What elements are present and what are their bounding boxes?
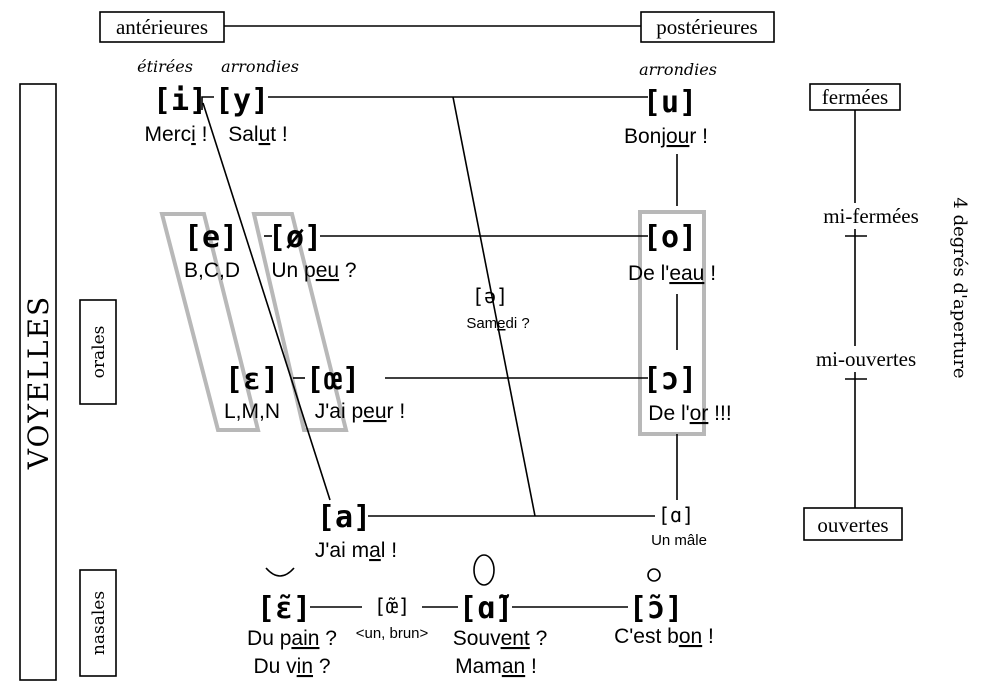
example-souvent: Souvent ?	[453, 627, 548, 650]
front-rounded-group	[251, 212, 349, 432]
vowel-e-symbol: [e]	[184, 220, 238, 255]
vowel-o-symbol: [o]	[643, 220, 697, 255]
ouvertes-label: ouvertes	[817, 513, 888, 537]
orales-box	[79, 299, 117, 405]
ouvertes-box	[803, 507, 903, 541]
example-de-lor: De l'or !!!	[648, 402, 731, 425]
example-de-leau: De l'eau !	[628, 262, 716, 285]
vowel-e-nasal-symbol: [ɛ̃]	[257, 591, 311, 626]
mi-ouvertes-label: mi-ouvertes	[816, 347, 916, 371]
nasales-label: nasales	[89, 591, 109, 655]
nasales-box	[79, 569, 117, 677]
voyelles-box	[19, 83, 57, 681]
mi-ouvertes-bg	[800, 346, 930, 372]
example-merci: Merci !	[144, 123, 207, 146]
mi-fermees-label: mi-fermées	[823, 204, 919, 228]
tick-i-y	[201, 96, 214, 110]
vowel-oe-closed-symbol: [ø]	[268, 220, 322, 255]
example-du-vin: Du vin ?	[253, 655, 330, 678]
example-jai-mal: J'ai mal !	[315, 539, 397, 562]
vowel-o-nasal-symbol: [ɔ̃]	[629, 591, 683, 626]
arrondies-back-label: arrondies	[639, 60, 717, 79]
vowel-a-symbol: [a]	[317, 500, 371, 535]
anterieures-box	[99, 11, 225, 43]
example-bcd: B,C,D	[184, 259, 240, 282]
vowel-i-symbol: [i]	[153, 83, 207, 118]
example-jai-peur: J'ai peur !	[315, 400, 405, 423]
example-un-male: Un mâle	[651, 532, 707, 549]
back-mid-group	[638, 210, 706, 436]
vowel-eps-symbol: [ɛ]	[225, 362, 279, 397]
arrondies-front-label: arrondies	[221, 57, 299, 76]
vowel-schwa-symbol: [ə]	[472, 284, 508, 308]
vowel-o-open-symbol: [ɔ]	[643, 362, 697, 397]
rounded-lips-icon	[473, 554, 495, 586]
fermees-box	[809, 83, 901, 111]
example-un-peu: Un peu ?	[271, 259, 356, 282]
mi-fermees-bg	[808, 203, 928, 229]
vowel-oe-open-symbol: [œ]	[306, 362, 360, 397]
orales-label: orales	[89, 326, 109, 379]
example-cest-bon: C'est bon !	[614, 625, 714, 648]
anterieures-label: antérieures	[116, 15, 208, 39]
vowel-a-nasal-symbol: [ɑ̃]	[459, 591, 513, 626]
vowel-y-symbol: [y]	[215, 83, 269, 118]
voyelles-label: VOYELLES	[22, 295, 55, 470]
front-unrounded-group	[159, 212, 261, 432]
aperture-title: 4 degrés d'aperture	[949, 197, 970, 378]
closed-rounded-lips-icon	[647, 568, 661, 582]
line-i-a	[202, 102, 331, 501]
example-du-pain: Du pain ?	[247, 627, 337, 650]
vowel-oe-nasal-symbol: [œ̃]	[374, 594, 410, 618]
posterieures-box	[640, 11, 775, 43]
vowel-a-back-symbol: [ɑ]	[658, 503, 694, 527]
fermees-label: fermées	[822, 85, 888, 109]
etirees-label: étirées	[137, 57, 193, 76]
example-maman: Maman !	[455, 655, 537, 678]
example-un-brun: <un, brun>	[356, 625, 429, 642]
example-lmn: L,M,N	[224, 400, 280, 423]
vowel-u-symbol: [u]	[643, 85, 697, 120]
posterieures-label: postérieures	[656, 15, 757, 39]
example-bonjour: Bonjour !	[624, 125, 708, 148]
example-samedi: Samedi ?	[466, 315, 529, 332]
spread-lips-icon	[265, 567, 295, 577]
line-diagonal-back	[452, 96, 536, 517]
example-salut: Salut !	[228, 123, 288, 146]
